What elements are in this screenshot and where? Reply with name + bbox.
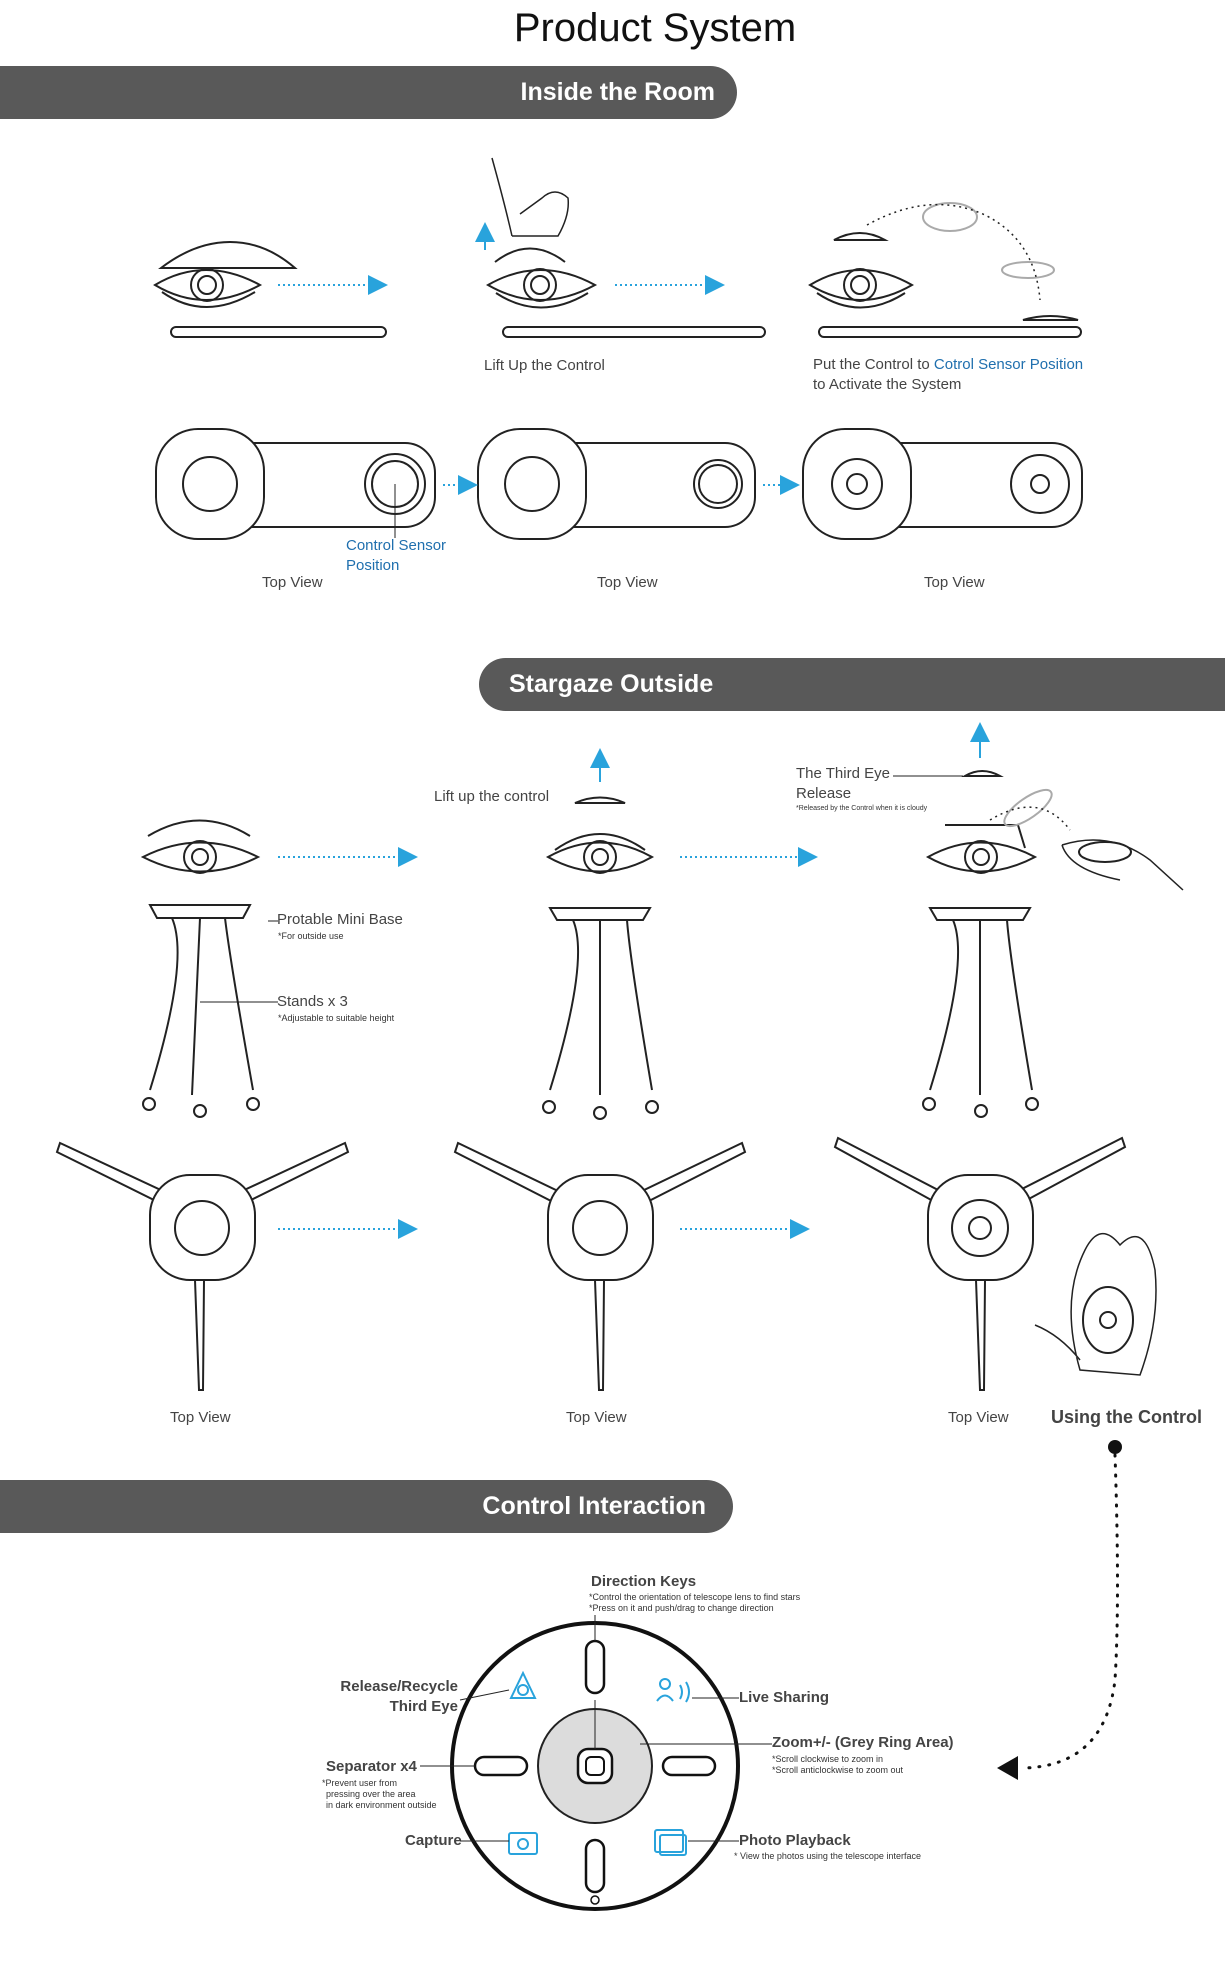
eye-device-side: [153, 240, 387, 338]
direction-key-down: [584, 1838, 606, 1894]
eye-device-side: [808, 202, 1082, 338]
center-button: [576, 1747, 614, 1785]
zoom-note-2: *Scroll anticlockwise to zoom out: [772, 1765, 904, 1775]
top-view-device: [477, 428, 756, 540]
mini-base-label: Protable Mini Base: [277, 911, 403, 928]
stands-label: Stands x 3: [277, 993, 348, 1010]
camera-icon: [508, 1832, 538, 1855]
third-eye-icon: [509, 1670, 537, 1699]
third-eye-label-1: The Third Eye: [796, 765, 890, 782]
top-view-device: [155, 428, 436, 540]
leader-lines: [420, 1615, 772, 1842]
page-title: Product System: [513, 6, 797, 50]
top-view-label: Top View: [924, 574, 985, 591]
tripod-device-side: [922, 770, 1184, 1118]
release-label-1: Release/Recycle: [340, 1678, 458, 1695]
top-view-label: Top View: [262, 574, 323, 591]
connector-arrowhead: [997, 1756, 1018, 1780]
flow-arrow: [278, 722, 990, 867]
put-control-label: Put the Control to Cotrol Sensor Positio…: [813, 355, 1083, 375]
tripod-device-side: [140, 819, 261, 1118]
direction-key-up: [584, 1639, 606, 1695]
live-sharing-label: Live Sharing: [739, 1689, 830, 1706]
zoom-label: Zoom+/- (Grey Ring Area): [772, 1734, 954, 1751]
release-label-2: Third Eye: [389, 1698, 458, 1715]
photo-playback-note: * View the photos using the telescope in…: [734, 1851, 921, 1861]
photo-playback-label: Photo Playback: [739, 1832, 851, 1849]
direction-key-right: [661, 1755, 717, 1777]
top-view-label: Top View: [170, 1409, 231, 1426]
top-view-device-active: [802, 428, 1083, 540]
separator-note-2: pressing over the area: [326, 1789, 416, 1799]
tripod-device-top: [453, 1141, 747, 1391]
control-dial: [450, 1621, 740, 1911]
section-banner-outside: Stargaze Outside: [479, 658, 1225, 711]
top-view-label: Top View: [948, 1409, 1009, 1426]
eye-device-side: [485, 157, 766, 338]
lift-control-label: Lift Up the Control: [484, 357, 605, 374]
tripod-device-top: [833, 1136, 1157, 1391]
tripod-device-top: [55, 1141, 350, 1391]
direction-keys-label: Direction Keys: [591, 1573, 697, 1590]
photo-playback-icon: [654, 1829, 687, 1856]
zoom-note-1: *Scroll clockwise to zoom in: [772, 1754, 884, 1764]
top-view-label: Top View: [566, 1409, 627, 1426]
direction-key-left: [473, 1755, 529, 1777]
stands-note: *Adjustable to suitable height: [278, 1013, 395, 1023]
direction-keys-note-1: *Control the orientation of telescope le…: [589, 1592, 801, 1602]
top-view-label: Top View: [597, 574, 658, 591]
capture-label: Capture: [405, 1832, 462, 1849]
live-sharing-icon: [656, 1678, 690, 1703]
using-control-label: Using the Control: [1051, 1407, 1202, 1427]
sensor-position-label-2: Position: [346, 557, 400, 574]
sensor-position-label-1: Control Sensor: [346, 537, 447, 554]
put-control-text: Put the Control to: [813, 356, 934, 373]
separator-label: Separator x4: [326, 1758, 417, 1775]
dotted-connector: [1023, 1453, 1119, 1770]
separator-note-3: in dark environment outside: [326, 1800, 437, 1810]
section-banner-control: Control Interaction: [0, 1480, 733, 1533]
section-banner-inside: Inside the Room: [0, 66, 737, 119]
separator-note-1: *Prevent user from: [322, 1778, 398, 1788]
path-start-dot: [1108, 1440, 1122, 1454]
direction-keys-note-2: *Press on it and push/drag to change dir…: [589, 1603, 774, 1613]
mini-base-note: *For outside use: [278, 931, 344, 941]
tripod-device-side: [542, 796, 659, 1120]
third-eye-note: *Released by the Control when it is clou…: [796, 805, 928, 812]
third-eye-label-2: Release: [796, 785, 852, 802]
lift-up-control-label: Lift up the control: [434, 788, 550, 805]
sensor-position-highlight: Cotrol Sensor Position: [933, 356, 1084, 373]
flow-arrow: [278, 222, 725, 295]
activate-system-label: to Activate the System: [813, 376, 962, 393]
